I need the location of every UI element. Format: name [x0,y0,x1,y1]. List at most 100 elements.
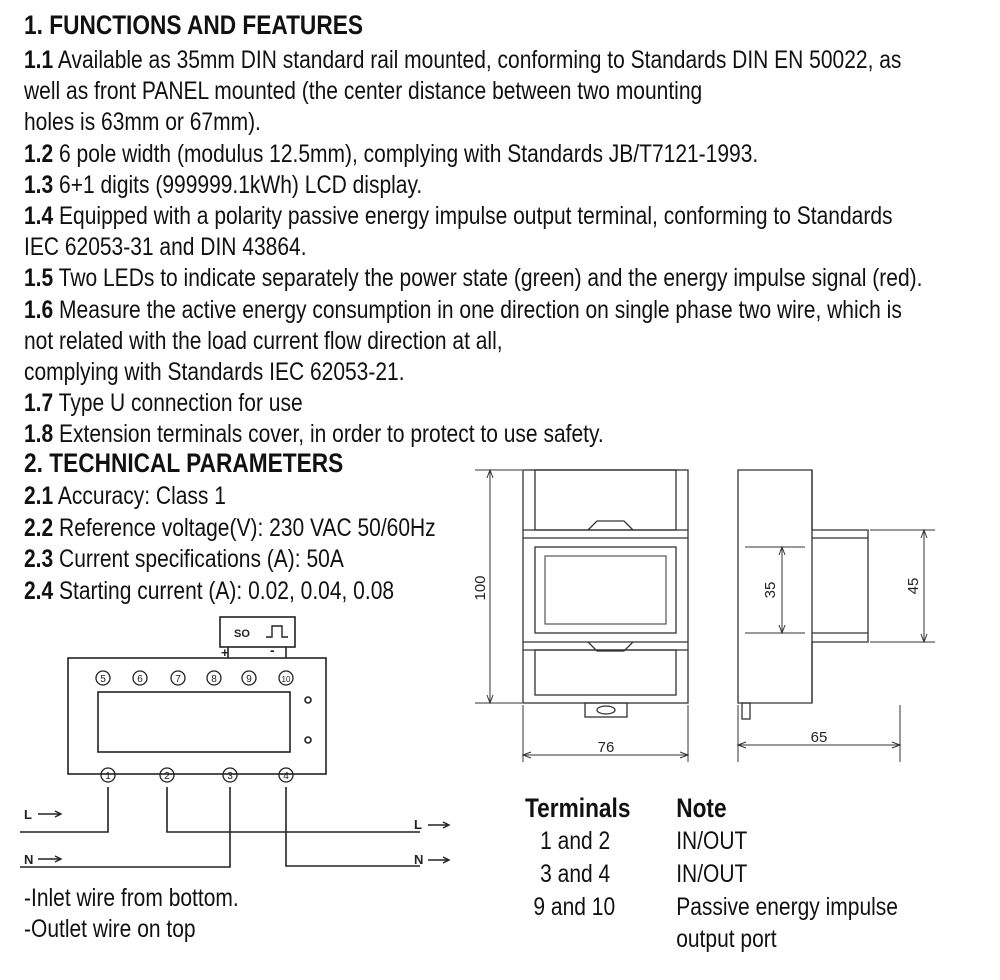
label-N-in: N [24,852,33,867]
terminal-7 [170,670,186,686]
section1-item-number: 1.7 [24,389,54,418]
terminal-5 [95,670,111,686]
dim-width: 76 [598,739,615,756]
terminal-label-5: 5 [100,674,106,685]
table-row-note-3: Passive energy impulse [676,893,898,921]
terminal-2 [159,767,175,783]
section1-item-number: 1.4 [24,202,54,230]
terminal-8 [206,670,222,686]
table-row-note-1: IN/OUT [676,827,748,855]
terminal-label-7: 7 [175,674,181,685]
section1-item-text: not related with the load current flow d… [24,326,503,355]
wire-terminal-3 [20,787,231,868]
section1-line-5: 1.3 6+1 digits (999999.1kWh) LCD display… [24,170,422,200]
terminal-label-6: 6 [137,674,143,685]
table-row-note-4: output port [676,925,777,953]
arrow-icons [38,810,451,864]
label-N-out: N [414,852,423,867]
section1-item-text: Two LEDs to indicate separately the powe… [53,264,923,293]
section1-item-number: 1.3 [24,170,54,199]
terminal-4 [278,767,294,783]
meter-display [97,691,291,753]
terminal-label-4: 4 [283,771,289,782]
section1-line-4: 1.2 6 pole width (modulus 12.5mm), compl… [24,139,758,169]
section1-item-text: complying with Standards IEC 62053-21. [24,358,405,386]
wire-terminal-1 [20,787,109,833]
terminal-9 [241,670,257,686]
section1-item-number: 1.2 [24,139,54,168]
led-power [304,696,312,704]
s0-minus: - [270,642,275,658]
section2-heading: 2. TECHNICAL PARAMETERS [24,448,344,478]
dim-depth: 65 [811,729,828,746]
dim-mid: 35 [762,582,779,599]
label-L-out: L [414,817,422,832]
section1-line-2: well as front PANEL mounted (the center … [24,76,702,106]
section1-line-13: 1.8 Extension terminals cover, in order … [24,419,604,449]
s0-output-box [219,616,296,648]
s0-label: SO [234,628,250,640]
wiring-diagram [20,616,451,868]
section2-line-1: 2.1 Accuracy: Class 1 [24,481,226,511]
wire-terminal-4 [285,787,420,867]
terminal-3 [222,767,238,783]
label-L-in: L [24,807,32,822]
section1-item-text: holes is 63mm or 67mm). [24,108,261,137]
pulse-icon [266,625,288,638]
table-row-terminals-1: 1 and 2 [540,827,611,855]
terminal-label-10: 10 [282,675,291,684]
front-dimensions [475,468,690,762]
dimension-labels: 100 76 35 45 65 [472,575,922,756]
section1-item-number: 1.8 [24,420,54,449]
terminal-label-2: 2 [164,771,170,782]
section1-line-3: holes is 63mm or 67mm). [24,107,261,137]
section2-item-text: Current specifications (A): 50A [53,545,344,573]
terminal-6 [132,670,148,686]
terminal-circles [95,670,294,783]
led-impulse [304,736,312,744]
section1-line-10: not related with the load current flow d… [24,326,503,356]
section1-heading: 1. FUNCTIONS AND FEATURES [24,10,363,40]
section2-item-number: 2.3 [24,545,54,573]
note-header: Note [676,793,727,823]
section2-line-2: 2.2 Reference voltage(V): 230 VAC 50/60H… [24,513,436,543]
section1-line-9: 1.6 Measure the active energy consumptio… [24,295,902,325]
terminal-label-3: 3 [227,771,233,782]
terminal-label-8: 8 [211,674,217,685]
section1-line-8: 1.5 Two LEDs to indicate separately the … [24,263,922,293]
s0-plus: + [221,645,229,660]
section2-item-number: 2.2 [24,513,54,542]
section1-item-text: IEC 62053-31 and DIN 43864. [24,233,307,262]
section1-line-6: 1.4 Equipped with a polarity passive ene… [24,201,893,231]
terminal-numbers: 5 6 7 8 9 10 1 2 3 4 [100,674,291,782]
section1-item-text: 6+1 digits (999999.1kWh) LCD display. [53,170,423,199]
meter-body [67,657,327,775]
section1-item-number: 1.1 [24,46,54,74]
wiring-note-inlet: -Inlet wire from bottom. [24,884,239,912]
table-row-note-2: IN/OUT [676,860,748,888]
section2-line-4: 2.4 Starting current (A): 0.02, 0.04, 0.… [24,576,394,606]
terminal-label-9: 9 [246,674,252,685]
section1-item-text: Available as 35mm DIN standard rail moun… [53,46,902,74]
terminal-table: Terminals Note 1 and 2 IN/OUT 3 and 4 IN… [525,792,970,962]
side-view [737,469,869,720]
wire-terminal-2 [166,787,420,833]
section1-line-11: complying with Standards IEC 62053-21. [24,357,405,387]
section1-item-text: Type U connection for use [53,389,303,418]
terminals-header: Terminals [525,793,631,823]
section1-item-text: well as front PANEL mounted (the center … [24,77,703,106]
section2-item-number: 2.4 [24,576,54,605]
table-row-terminals-2: 3 and 4 [540,860,611,888]
terminal-10 [278,670,294,686]
section2-item-text: Starting current (A): 0.02, 0.04, 0.08 [53,576,395,605]
section1-item-text: Equipped with a polarity passive energy … [53,202,893,230]
side-dimensions [736,528,935,762]
section2-item-text: Reference voltage(V): 230 VAC 50/60Hz [53,513,436,542]
section1-item-text: 6 pole width (modulus 12.5mm), complying… [53,139,759,168]
section1-line-12: 1.7 Type U connection for use [24,388,303,418]
wiring-note-outlet: -Outlet wire on top [24,915,196,943]
dim-side-mid: 45 [905,578,922,595]
section1-item-text: Extension terminals cover, in order to p… [53,420,604,449]
section2-item-text: Accuracy: Class 1 [53,482,226,510]
